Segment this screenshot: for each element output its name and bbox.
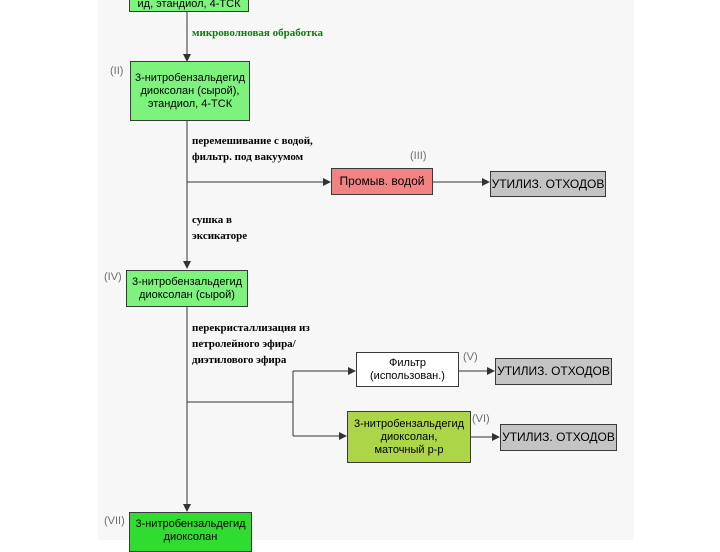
node-vii: 3-нитробензальдегид диоксолан	[129, 512, 252, 552]
node-v: Фильтр (использован.)	[356, 352, 459, 387]
node-vi: 3-нитробензальдегид диоксолан, маточный …	[347, 411, 471, 463]
tag-ii: (II)	[110, 65, 124, 77]
node-iv: 3-нитробензальдегид диоксолан (сырой)	[126, 270, 248, 307]
step-microwave: микроволновая обработка	[192, 27, 324, 39]
node-v-label: Фильтр (использован.)	[370, 356, 445, 382]
node-start: ид, этандиол, 4-ТСК	[129, 0, 249, 12]
node-waste-2: УТИЛИЗ. ОТХОДОВ	[495, 358, 612, 385]
node-waste-3-label: УТИЛИЗ. ОТХОДОВ	[502, 430, 615, 444]
node-waste-1-label: УТИЛИЗ. ОТХОДОВ	[491, 176, 605, 191]
node-vi-label: 3-нитробензальдегид диоксолан, маточный …	[353, 417, 465, 456]
node-iv-label: 3-нитробензальдегид диоксолан (сырой)	[131, 275, 243, 301]
branch-line-recryst	[187, 401, 294, 436]
node-iii: Промыв. водой	[331, 168, 433, 195]
node-start-label: ид, этандиол, 4-ТСК	[137, 0, 241, 10]
tag-iii: (III)	[410, 150, 427, 162]
node-waste-2-label: УТИЛИЗ. ОТХОДОВ	[497, 364, 610, 378]
node-vii-label: 3-нитробензальдегид диоксолан	[135, 518, 246, 543]
step-wash: перемешивание с водой, фильтр. под вакуу…	[192, 135, 313, 163]
node-ii-label: 3-нитробензальдегид диоксолан (сырой), э…	[134, 71, 246, 110]
node-iii-label: Промыв. водой	[339, 174, 425, 188]
step-dry: сушка в эксикаторе	[192, 214, 248, 242]
tag-iv: (IV)	[104, 271, 122, 283]
node-waste-3: УТИЛИЗ. ОТХОДОВ	[500, 424, 617, 451]
step-recryst: перекристаллизация из петролейного эфира…	[192, 322, 310, 366]
node-waste-1: УТИЛИЗ. ОТХОДОВ	[490, 171, 606, 197]
flow-connectors	[183, 12, 500, 512]
tag-vii: (VII)	[104, 515, 125, 527]
tag-v: (V)	[463, 351, 478, 363]
tag-vi: (VI)	[472, 413, 490, 425]
node-ii: 3-нитробензальдегид диоксолан (сырой), э…	[130, 61, 250, 121]
